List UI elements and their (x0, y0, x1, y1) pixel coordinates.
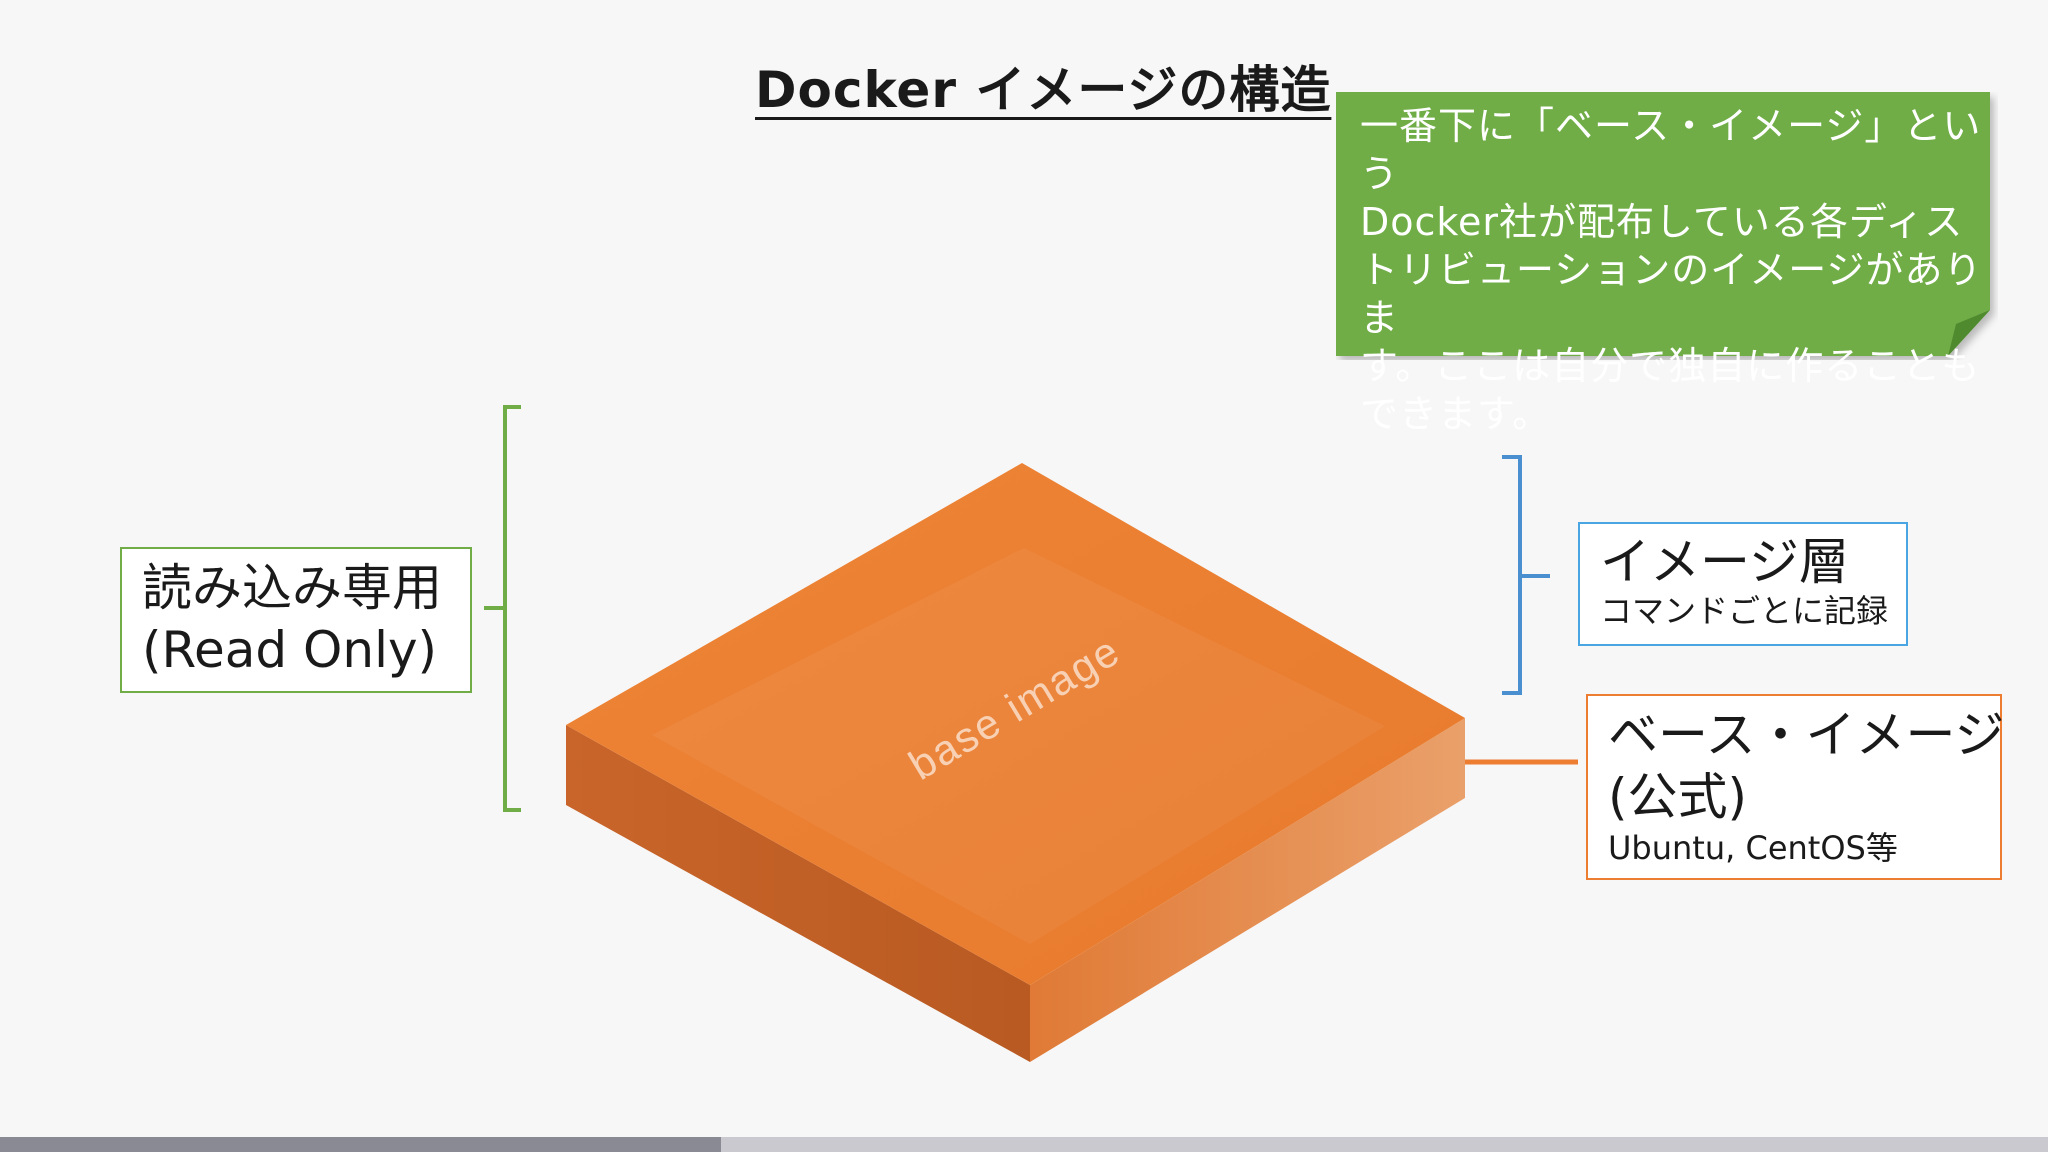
base-image-label: ベース・イメージ (公式) Ubuntu, CentOS等 (1586, 694, 2005, 880)
sticky-note-text: 一番下に「ベース・イメージ」という Docker社が配布している各ディス トリビ… (1360, 104, 1983, 436)
image-layer-bracket (1502, 455, 1550, 695)
block-left-face (566, 725, 1030, 1062)
page-title: Docker イメージの構造 (755, 61, 1332, 119)
image-layer-label: イメージ層 コマンドごとに記録 (1578, 522, 1908, 646)
image-layer-title: イメージ層 (1600, 533, 1849, 591)
video-progress-fill (0, 1137, 721, 1152)
read-only-bracket (484, 405, 521, 812)
base-image-title: ベース・イメージ (1608, 706, 2005, 764)
read-only-label: 読み込み専用 (Read Only) (120, 547, 472, 693)
sticky-note: 一番下に「ベース・イメージ」という Docker社が配布している各ディス トリビ… (1336, 92, 1998, 436)
base-image-official: (公式) (1608, 768, 1748, 826)
read-only-label-en: (Read Only) (142, 621, 438, 679)
video-progress-bar[interactable] (0, 1137, 2048, 1152)
read-only-label-jp: 読み込み専用 (142, 559, 442, 617)
sticky-note-shape (1336, 92, 1990, 356)
base-image-examples: Ubuntu, CentOS等 (1608, 829, 1898, 867)
block-top-face (566, 463, 1465, 985)
image-layer-subtitle: コマンドごとに記録 (1600, 592, 1889, 630)
base-image-block: base image (566, 463, 1465, 1062)
block-right-face (1030, 718, 1465, 1062)
block-top-inner (652, 548, 1385, 944)
